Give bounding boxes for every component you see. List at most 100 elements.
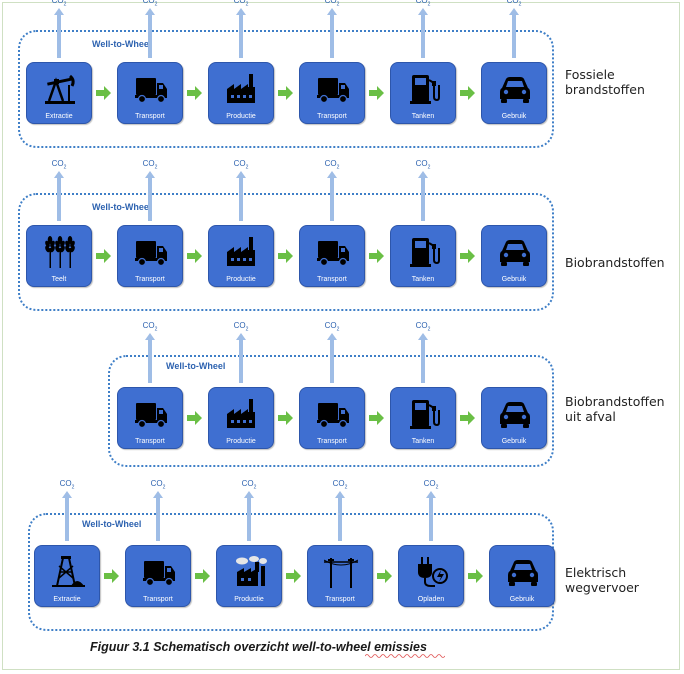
step-label: Productie bbox=[226, 113, 256, 120]
step-label: Transport bbox=[317, 113, 347, 120]
well-to-wheel-label: Well-to-Wheel bbox=[92, 202, 152, 212]
co2-emission-label: CO2 bbox=[415, 0, 431, 8]
co2-up-arrow-icon bbox=[327, 171, 337, 221]
co2-up-arrow-icon bbox=[145, 333, 155, 383]
flow-arrow-icon bbox=[278, 86, 293, 100]
flow-arrow-icon bbox=[369, 86, 384, 100]
process-step-tile: Teelt bbox=[26, 225, 92, 287]
step-label: Transport bbox=[143, 596, 173, 603]
step-label: Tanken bbox=[411, 276, 435, 283]
process-step-tile: Transport bbox=[299, 387, 365, 449]
co2-emission-label: CO2 bbox=[241, 479, 257, 491]
flow-arrow-icon bbox=[96, 249, 111, 263]
well-to-wheel-label: Well-to-Wheel bbox=[166, 361, 226, 371]
flow-arrow-icon bbox=[286, 569, 301, 583]
co2-emission-label: CO2 bbox=[324, 0, 340, 8]
co2-emission-label: CO2 bbox=[415, 159, 431, 171]
fuel-pump-icon bbox=[410, 75, 440, 104]
fuel-type-label: Biobrandstoffen bbox=[565, 255, 665, 270]
step-label: Transport bbox=[135, 113, 165, 120]
car-icon bbox=[500, 77, 530, 103]
figure-caption: Figuur 3.1 Schematisch overzicht well-to… bbox=[90, 640, 427, 654]
co2-emission-label: CO2 bbox=[142, 321, 158, 333]
step-label: Gebruik bbox=[501, 113, 527, 120]
process-step-tile: Tanken bbox=[390, 225, 456, 287]
step-label: Gebruik bbox=[501, 276, 527, 283]
step-label: Productie bbox=[226, 438, 256, 445]
power-line-icon bbox=[324, 558, 358, 588]
truck-icon bbox=[317, 241, 349, 267]
fuel-pump-icon bbox=[410, 238, 440, 267]
step-label: Teelt bbox=[51, 276, 67, 283]
truck-icon bbox=[317, 403, 349, 429]
co2-up-arrow-icon bbox=[509, 8, 519, 58]
flow-arrow-icon bbox=[187, 86, 202, 100]
oil-pump-icon bbox=[45, 74, 75, 104]
co2-up-arrow-icon bbox=[145, 8, 155, 58]
step-label: Transport bbox=[317, 276, 347, 283]
flow-arrow-icon bbox=[460, 411, 475, 425]
flow-arrow-icon bbox=[460, 249, 475, 263]
step-label: Productie bbox=[234, 596, 264, 603]
process-step-tile: Tanken bbox=[390, 62, 456, 124]
co2-emission-label: CO2 bbox=[324, 321, 340, 333]
co2-up-arrow-icon bbox=[236, 8, 246, 58]
co2-up-arrow-icon bbox=[153, 491, 163, 541]
co2-up-arrow-icon bbox=[236, 171, 246, 221]
process-step-tile: Gebruik bbox=[481, 225, 547, 287]
process-step-tile: Transport bbox=[299, 62, 365, 124]
co2-up-arrow-icon bbox=[418, 171, 428, 221]
truck-icon bbox=[143, 561, 175, 587]
co2-up-arrow-icon bbox=[426, 491, 436, 541]
spellcheck-squiggle bbox=[365, 654, 445, 658]
car-icon bbox=[500, 402, 530, 428]
process-step-tile: Productie bbox=[208, 225, 274, 287]
co2-up-arrow-icon bbox=[418, 333, 428, 383]
flow-arrow-icon bbox=[187, 249, 202, 263]
mine-icon bbox=[52, 556, 85, 587]
flow-arrow-icon bbox=[369, 411, 384, 425]
step-label: Productie bbox=[226, 276, 256, 283]
co2-emission-label: CO2 bbox=[332, 479, 348, 491]
truck-icon bbox=[135, 403, 167, 429]
step-label: Tanken bbox=[411, 113, 435, 120]
co2-emission-label: CO2 bbox=[51, 0, 67, 8]
step-label: Opladen bbox=[417, 596, 445, 603]
wheat-icon bbox=[45, 236, 75, 268]
process-step-tile: Productie bbox=[208, 387, 274, 449]
process-step-tile: Transport bbox=[125, 545, 191, 607]
flow-arrow-icon bbox=[278, 411, 293, 425]
well-to-wheel-label: Well-to-Wheel bbox=[92, 39, 152, 49]
co2-emission-label: CO2 bbox=[51, 159, 67, 171]
process-step-tile: Transport bbox=[117, 225, 183, 287]
step-label: Transport bbox=[135, 438, 165, 445]
flow-arrow-icon bbox=[369, 249, 384, 263]
factory-icon bbox=[227, 237, 255, 266]
process-step-tile: Transport bbox=[307, 545, 373, 607]
charging-plug-icon bbox=[418, 557, 448, 587]
truck-icon bbox=[317, 78, 349, 104]
flow-arrow-icon bbox=[278, 249, 293, 263]
co2-emission-label: CO2 bbox=[415, 321, 431, 333]
co2-emission-label: CO2 bbox=[142, 0, 158, 8]
process-step-tile: Extractie bbox=[26, 62, 92, 124]
co2-up-arrow-icon bbox=[327, 333, 337, 383]
flow-arrow-icon bbox=[187, 411, 202, 425]
well-to-wheel-boundary bbox=[18, 193, 554, 311]
truck-icon bbox=[135, 241, 167, 267]
flow-arrow-icon bbox=[195, 569, 210, 583]
car-icon bbox=[508, 560, 538, 586]
process-step-tile: Gebruik bbox=[481, 62, 547, 124]
step-label: Transport bbox=[325, 596, 355, 603]
step-label: Transport bbox=[135, 276, 165, 283]
well-to-wheel-boundary bbox=[18, 30, 554, 148]
process-step-tile: Gebruik bbox=[489, 545, 555, 607]
co2-up-arrow-icon bbox=[62, 491, 72, 541]
co2-up-arrow-icon bbox=[244, 491, 254, 541]
process-step-tile: Productie bbox=[216, 545, 282, 607]
flow-arrow-icon bbox=[96, 86, 111, 100]
co2-emission-label: CO2 bbox=[233, 159, 249, 171]
step-label: Extractie bbox=[45, 113, 73, 120]
